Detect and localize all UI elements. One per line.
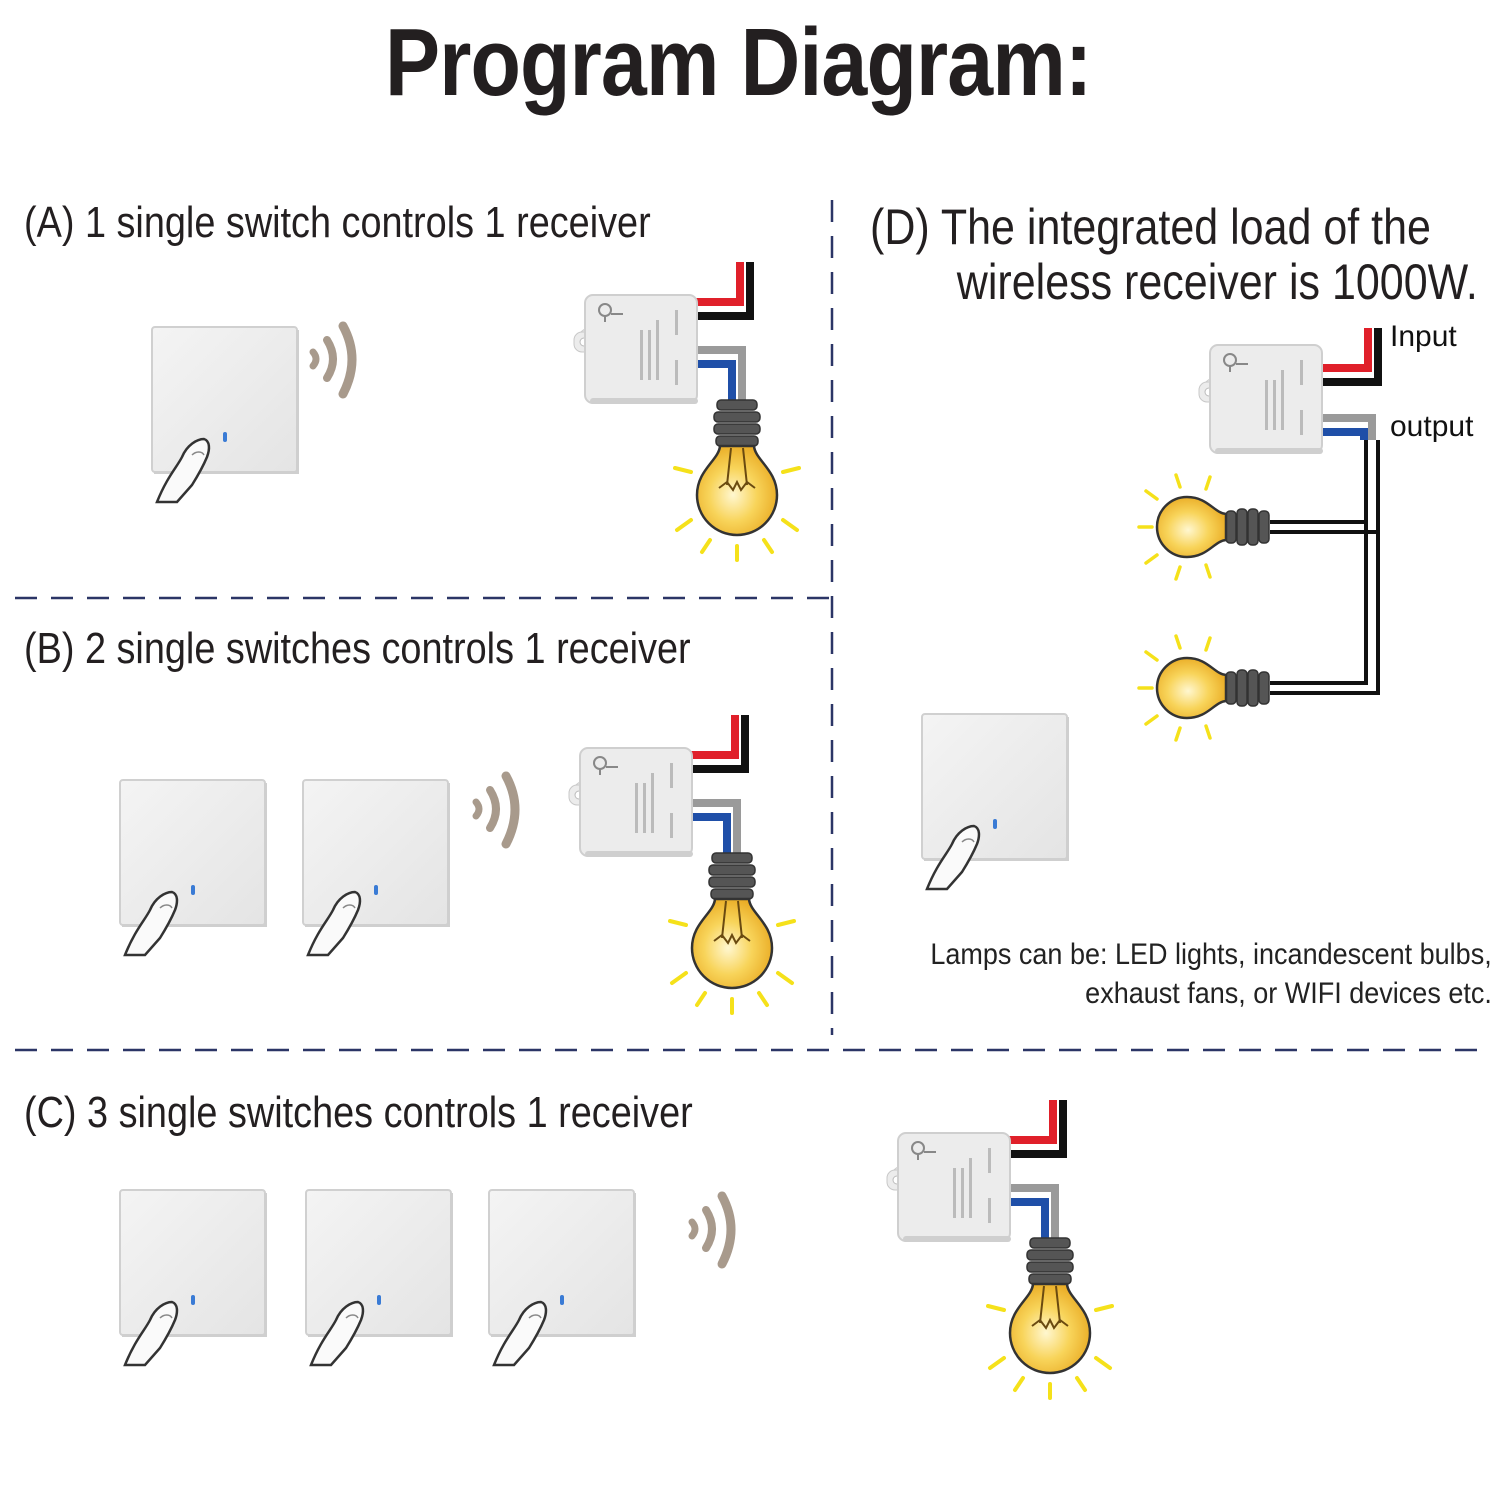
receiver-module-icon: [574, 262, 799, 560]
lamp-types-note-line2: exhaust fans, or WIFI devices etc.: [1085, 977, 1492, 1010]
dividers: [15, 200, 1485, 1052]
wall-switch-icon: [118, 778, 269, 957]
section-b-heading: (B) 2 single switches controls 1 receive…: [24, 624, 691, 673]
wall-switch-icon: [301, 778, 452, 957]
wall-switch-icon: [487, 1188, 638, 1367]
output-label: output: [1390, 410, 1474, 443]
section-a-heading: (A) 1 single switch controls 1 receiver: [24, 198, 651, 247]
receiver-module-icon: [887, 1100, 1112, 1398]
lamp-types-note-line1: Lamps can be: LED lights, incandescent b…: [930, 938, 1492, 971]
input-label: Input: [1390, 320, 1457, 353]
wireless-signal-icon: [476, 776, 515, 844]
section-d-heading-line1: (D) The integrated load of the: [870, 199, 1431, 255]
receiver-module-icon: [569, 715, 794, 1013]
wall-switch-icon: [150, 325, 301, 504]
wall-switch-icon: [304, 1188, 455, 1367]
wireless-signal-icon: [313, 326, 352, 394]
section-d-heading-line2: wireless receiver is 1000W.: [957, 254, 1478, 310]
light-bulb-icon: [1137, 473, 1271, 581]
section-c-heading: (C) 3 single switches controls 1 receive…: [24, 1088, 693, 1137]
wall-switch-icon: [118, 1188, 269, 1367]
light-bulb-icon: [1137, 634, 1271, 742]
receiver-parallel-wiring: [1137, 328, 1382, 742]
page-title: Program Diagram:: [385, 9, 1092, 116]
wall-switch-icon: [920, 712, 1071, 891]
wireless-signal-icon: [692, 1196, 731, 1264]
